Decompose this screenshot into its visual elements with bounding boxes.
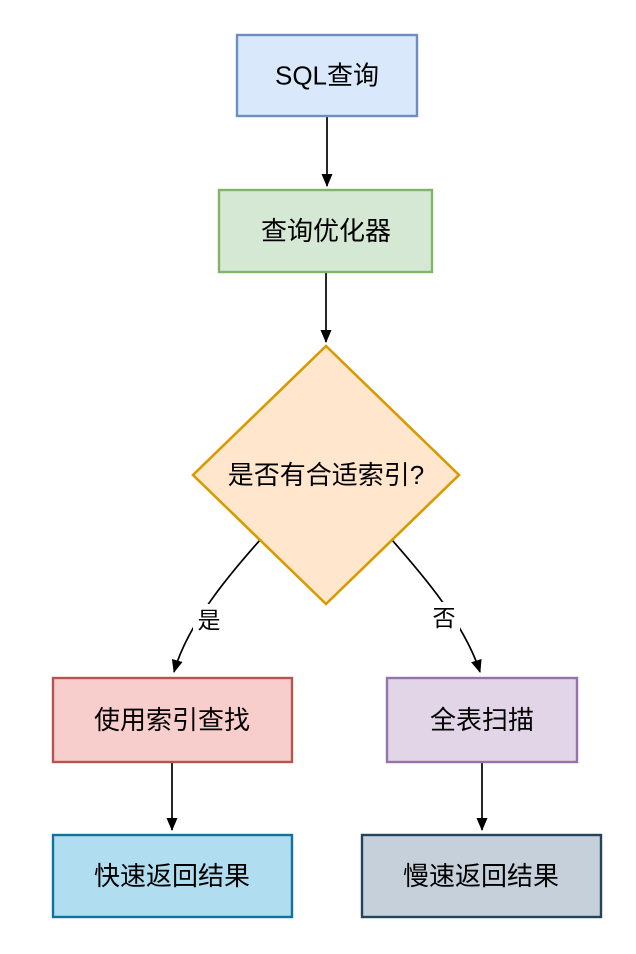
- edges-layer: [166, 116, 488, 831]
- fast-result-box: [51, 833, 294, 919]
- node-index-decision: 是否有合适索引?: [191, 344, 461, 606]
- full-table-scan-label: 全表扫描: [430, 705, 534, 735]
- node-query-optimizer: 查询优化器: [217, 188, 434, 274]
- index-lookup-label: 使用索引查找: [94, 705, 250, 735]
- index-decision-label: 是否有合适索引?: [228, 460, 424, 490]
- slow-result-box: [360, 833, 603, 919]
- full-table-scan-box: [385, 676, 579, 764]
- node-fast-result: 快速返回结果: [51, 833, 294, 919]
- sql-query-box: [235, 33, 419, 118]
- fast-result-label: 快速返回结果: [94, 861, 250, 891]
- edge-label-no: 否: [433, 605, 456, 631]
- edge-label-yes: 是: [198, 607, 221, 633]
- index-decision-diamond: [191, 344, 461, 606]
- edge-decision-to-full-table-scan: [391, 539, 482, 673]
- node-sql-query: SQL查询: [235, 33, 419, 118]
- edge-label-no-bg: [428, 602, 460, 634]
- query-optimizer-label: 查询优化器: [261, 216, 391, 246]
- slow-result-label: 慢速返回结果: [403, 861, 559, 891]
- node-index-lookup: 使用索引查找: [51, 676, 294, 764]
- node-slow-result: 慢速返回结果: [360, 833, 603, 919]
- index-lookup-box: [51, 676, 294, 764]
- node-full-table-scan: 全表扫描: [385, 676, 579, 764]
- query-optimizer-box: [217, 188, 434, 274]
- sql-query-label: SQL查询: [275, 61, 379, 91]
- edge-labels-layer: 是 否: [193, 602, 460, 636]
- edge-label-yes-bg: [193, 604, 225, 636]
- edge-decision-to-index-lookup: [171, 539, 261, 673]
